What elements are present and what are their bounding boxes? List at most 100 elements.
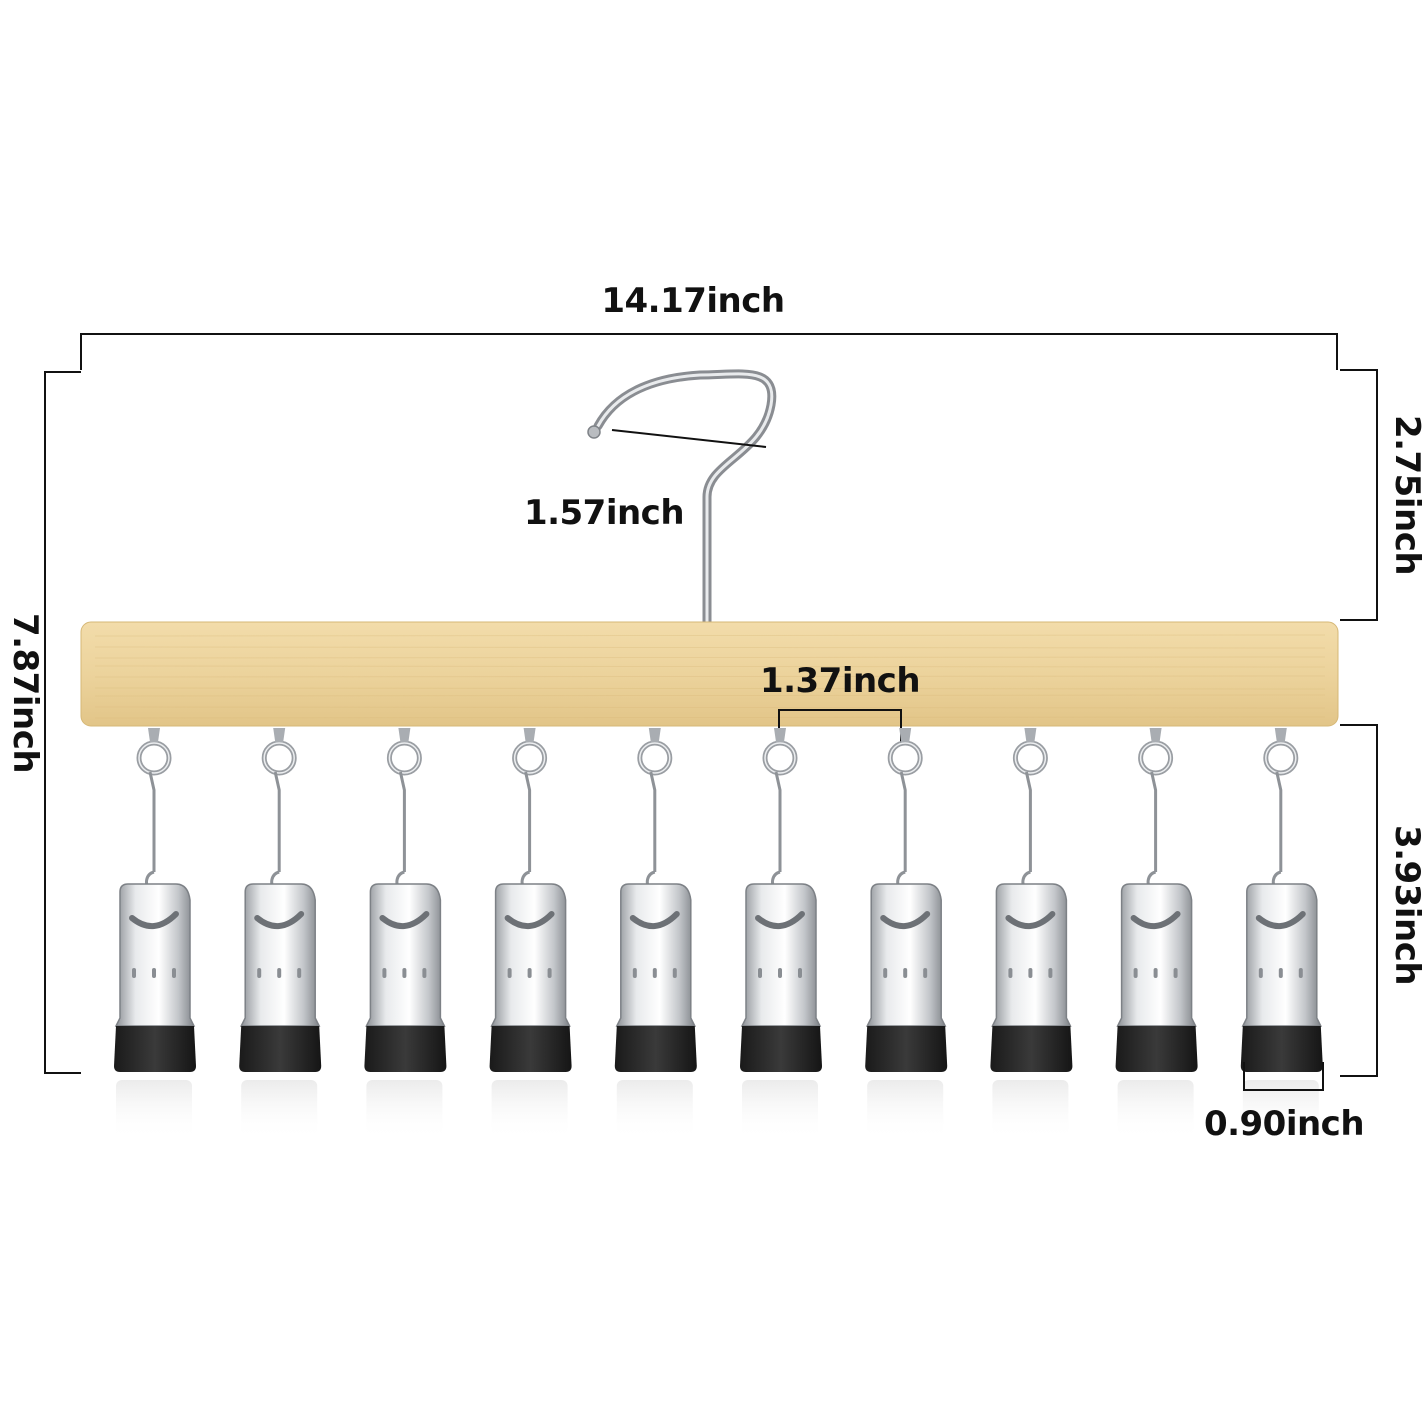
clip-reflection — [366, 1080, 443, 1140]
clip-press-ridge — [254, 911, 305, 929]
clip-rivet — [778, 968, 782, 978]
clip — [489, 728, 572, 1140]
clip-press-ridge — [379, 911, 430, 929]
clip-reflection — [742, 1080, 818, 1140]
clip-metal-body — [1116, 883, 1197, 1027]
bar-wood-grain — [94, 634, 1326, 719]
clip-screw — [648, 728, 661, 742]
total-width-label: 14.17inch — [601, 281, 784, 321]
bar-body — [80, 621, 1339, 727]
clip-press-ridge — [755, 911, 805, 929]
clip-wire — [1271, 771, 1283, 892]
clip-eye-ring-highlight — [138, 742, 170, 774]
clip-rivet — [422, 968, 427, 978]
clip — [114, 728, 196, 1140]
clip-rubber-tip — [1115, 1026, 1198, 1072]
wood-grain-line — [94, 687, 1326, 690]
clip-metal-body — [865, 883, 947, 1027]
clip-rivet — [758, 968, 762, 978]
clip-reflection — [1117, 1080, 1194, 1140]
clip-rivet — [382, 968, 387, 978]
clip-press-ridge — [629, 911, 680, 929]
clip-wire — [896, 771, 907, 892]
wood-grain-line — [94, 675, 1326, 678]
clip-spacing-label: 1.37inch — [760, 661, 920, 701]
clip-screw — [148, 728, 160, 742]
clip-metal-body — [1241, 883, 1323, 1027]
clip-reflection — [616, 1080, 693, 1140]
total-height-label: 7.87inch — [5, 613, 45, 773]
clip-rivet — [277, 968, 282, 978]
clip-height-dimension: 3.93inch — [1340, 724, 1424, 1077]
clip — [364, 728, 447, 1140]
clip-eye-ring-highlight — [513, 742, 546, 774]
clip-press-ridge — [1005, 911, 1056, 929]
clip-rubber-tip — [239, 1026, 322, 1072]
clip-rivet — [547, 968, 552, 978]
clip-width-label: 0.90inch — [1204, 1104, 1364, 1144]
clip-rivet — [152, 968, 156, 978]
clip-rubber-tip — [990, 1026, 1073, 1072]
clip-wire — [1146, 771, 1158, 892]
clip — [865, 728, 948, 1140]
clip-screw — [1024, 728, 1037, 742]
clip-metal-body — [239, 883, 321, 1027]
clip-rivet — [172, 968, 176, 978]
clip-rivet — [507, 968, 512, 978]
hook-height-dimension: 2.75inch — [1340, 369, 1424, 621]
clip-spacing-bracket — [778, 709, 902, 742]
clip — [1240, 728, 1323, 1140]
clip-reflection — [867, 1080, 944, 1140]
hook-diameter-line — [611, 429, 767, 448]
hook-wire-highlight — [596, 372, 774, 624]
clip-reflection — [491, 1080, 568, 1140]
clip-screw — [1149, 728, 1162, 742]
hook-tip — [587, 425, 601, 439]
clip-rivet — [1298, 968, 1303, 978]
clip-row — [114, 728, 1323, 1140]
clip-rivet — [1133, 968, 1138, 978]
wood-grain-line — [94, 646, 1326, 649]
clip-reflection — [241, 1080, 318, 1140]
clip-rivet — [903, 968, 908, 978]
clip-rivet — [402, 968, 407, 978]
clip-rivet — [1008, 968, 1013, 978]
clip-eye-ring-highlight — [388, 742, 421, 774]
clip-eye-ring-highlight — [1014, 742, 1047, 774]
total-height-bracket — [44, 371, 81, 1074]
clip-press-ridge — [1130, 911, 1181, 929]
clip-screw — [523, 728, 536, 742]
clip-wire — [270, 771, 281, 892]
clip-height-label: 3.93inch — [1387, 825, 1424, 985]
clip-rivet — [132, 968, 136, 978]
clip-rivet — [1153, 968, 1158, 978]
clip-metal-body — [991, 883, 1072, 1027]
clip-rivet — [632, 968, 637, 978]
clip-width-dimension: 0.90inch — [1204, 1062, 1365, 1144]
clip-rivet — [672, 968, 677, 978]
hook-height-bracket — [1340, 369, 1378, 621]
clip-height-bracket — [1340, 724, 1378, 1077]
clip — [1115, 728, 1198, 1140]
wooden-bar — [80, 621, 1339, 727]
total-height-dimension: 7.87inch — [5, 371, 81, 1074]
clip-rivet — [1048, 968, 1053, 978]
clip-rivet — [297, 968, 302, 978]
clip-rivet — [1173, 968, 1178, 978]
wood-grain-line — [94, 706, 1326, 709]
clip-metal-body — [740, 883, 822, 1027]
wood-grain-line — [94, 656, 1326, 659]
clip-rivet — [883, 968, 888, 978]
clip-metal-body — [615, 883, 697, 1027]
clip-press-ridge — [129, 911, 179, 929]
clip-screw — [398, 728, 411, 742]
clip-spacing-dimension: 1.37inch — [760, 661, 921, 742]
clip-rubber-tip — [614, 1026, 697, 1072]
clip-eye-ring-highlight — [1265, 742, 1297, 774]
clip-rubber-tip — [1240, 1026, 1323, 1072]
clip-rivet — [923, 968, 928, 978]
clip-press-ridge — [880, 911, 931, 929]
clip-wire — [520, 771, 532, 892]
hook-height-label: 2.75inch — [1387, 415, 1424, 575]
clip-rubber-tip — [114, 1026, 196, 1072]
